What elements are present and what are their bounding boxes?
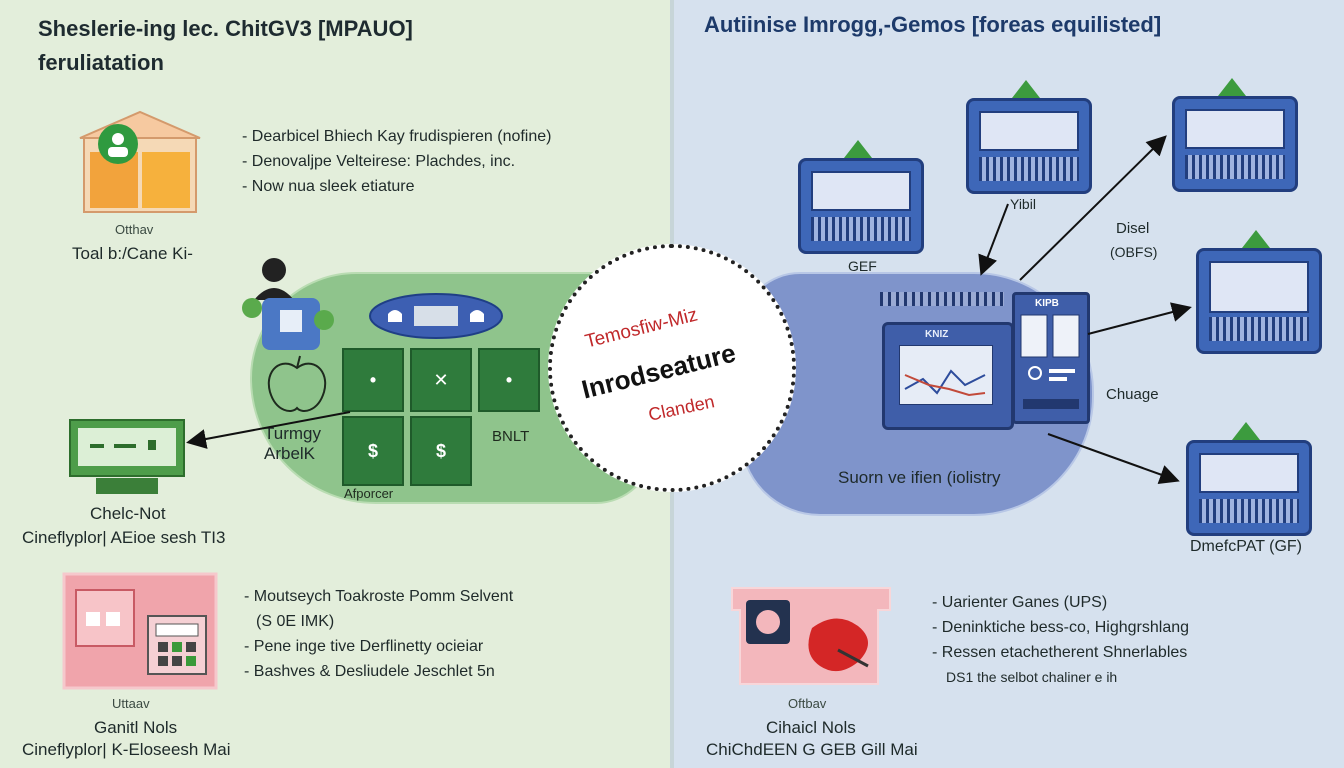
left-bottom-bullets: - Moutseych Toakroste Pomm Selvent (S 0E… xyxy=(244,584,513,684)
right-bullet-4: DS1 the selbot chaliner e ih xyxy=(946,669,1118,685)
right-icon-caption-1: Cihaicl Nols xyxy=(766,718,856,737)
left-title-line-1: Sheslerie-ing lec. ChitGV3 [MPAUO] xyxy=(38,16,413,41)
tile-5: $ xyxy=(410,416,472,486)
right-label-disel: Disel xyxy=(1116,220,1150,237)
tile-1: • xyxy=(342,348,404,412)
left-title: Sheslerie-ing lec. ChitGV3 [MPAUO] ferul… xyxy=(38,12,413,80)
right-title: Autiinise Imrogg,-Gemos [foreas equilist… xyxy=(704,12,1162,37)
arrow-to-monitor xyxy=(186,411,351,449)
panel-label: KIPB xyxy=(1035,298,1059,309)
right-bullets: - Uarienter Ganes (UPS) - Deninktiche be… xyxy=(932,590,1189,690)
server-label-gef: GEF xyxy=(848,258,877,274)
left-bottom-bullet-2: (S 0E IMK) xyxy=(256,613,335,630)
mid-caption-1: Chelc-Not xyxy=(90,504,166,523)
apple-outline-icon xyxy=(262,354,332,418)
left-top-bullet-3: - Now nua sleek etiature xyxy=(242,178,415,195)
blob-label-arbelk: ArbelK xyxy=(264,444,316,463)
left-bottom-bullet-1: - Moutseych Toakroste Pomm Selvent xyxy=(244,588,514,605)
center-circle xyxy=(548,244,796,492)
tile-4: $ xyxy=(342,416,404,486)
right-bullet-2: - Deninktiche bess-co, Highgrshlang xyxy=(932,619,1190,636)
left-bottom-bullet-3: - Pene inge tive Derflinetty ocieiar xyxy=(244,638,484,655)
bottom-icon-caption-small: Uttaav xyxy=(112,696,150,711)
right-arrows xyxy=(978,135,1192,484)
control-panel-icon: KIPB xyxy=(1012,292,1090,424)
monitor-label: KNIZ xyxy=(925,329,949,340)
ribbon-device-icon xyxy=(368,292,504,340)
crab-map-icon xyxy=(728,580,894,688)
person-puzzle-icon xyxy=(236,252,336,352)
rack-strip xyxy=(880,292,1004,306)
chart-monitor-icon: KNIZ xyxy=(882,322,1014,430)
shop-icon xyxy=(70,108,210,218)
left-top-bullets: - Dearbicel Bhiech Kay frudispieren (nof… xyxy=(242,124,551,199)
blob-footer-label: Afporcer xyxy=(344,486,394,501)
server-label-yibil: Yibil xyxy=(1010,196,1036,212)
tile-3: • xyxy=(478,348,540,412)
right-bullet-1: - Uarienter Ganes (UPS) xyxy=(932,594,1108,611)
left-top-bullet-2: - Denovaljpe Velteirese: Plachdes, inc. xyxy=(242,153,516,170)
right-bullet-3: - Ressen etachetherent Shnerlables xyxy=(932,644,1188,661)
right-label-obfs: (OBFS) xyxy=(1110,244,1158,260)
top-icon-caption-small: Otthav xyxy=(115,222,154,237)
blob-label-bnlt: BNLT xyxy=(492,428,530,445)
right-label-dmef: DmefcPAT (GF) xyxy=(1190,538,1302,555)
left-title-line-2: feruliatation xyxy=(38,50,164,75)
blob-label-turmgy: Turmgy xyxy=(264,424,321,443)
bottom-icon-caption-1: Ganitl Nols xyxy=(94,718,178,737)
right-icon-caption-2: ChiChdEEN G GEB Gill Mai xyxy=(706,740,918,759)
blob-caption: Suorn ve ifien (iolistry xyxy=(838,468,1001,487)
top-icon-caption: Toal b:/Cane Ki- xyxy=(72,244,193,263)
left-bottom-bullet-4: - Bashves & Desliudele Jeschlet 5n xyxy=(244,663,495,680)
green-monitor-icon xyxy=(68,418,186,498)
calculator-icon xyxy=(62,572,218,690)
right-icon-caption-small: Oftbav xyxy=(788,696,827,711)
tile-2: ✕ xyxy=(410,348,472,412)
left-top-bullet-1: - Dearbicel Bhiech Kay frudispieren (nof… xyxy=(242,128,552,145)
bottom-icon-caption-2: Cineflyplor| K-Eloseesh Mai xyxy=(22,740,231,759)
right-label-chuage: Chuage xyxy=(1106,386,1159,403)
mid-caption-2: Cineflyplor| AEioe sesh TI3 xyxy=(22,528,226,547)
